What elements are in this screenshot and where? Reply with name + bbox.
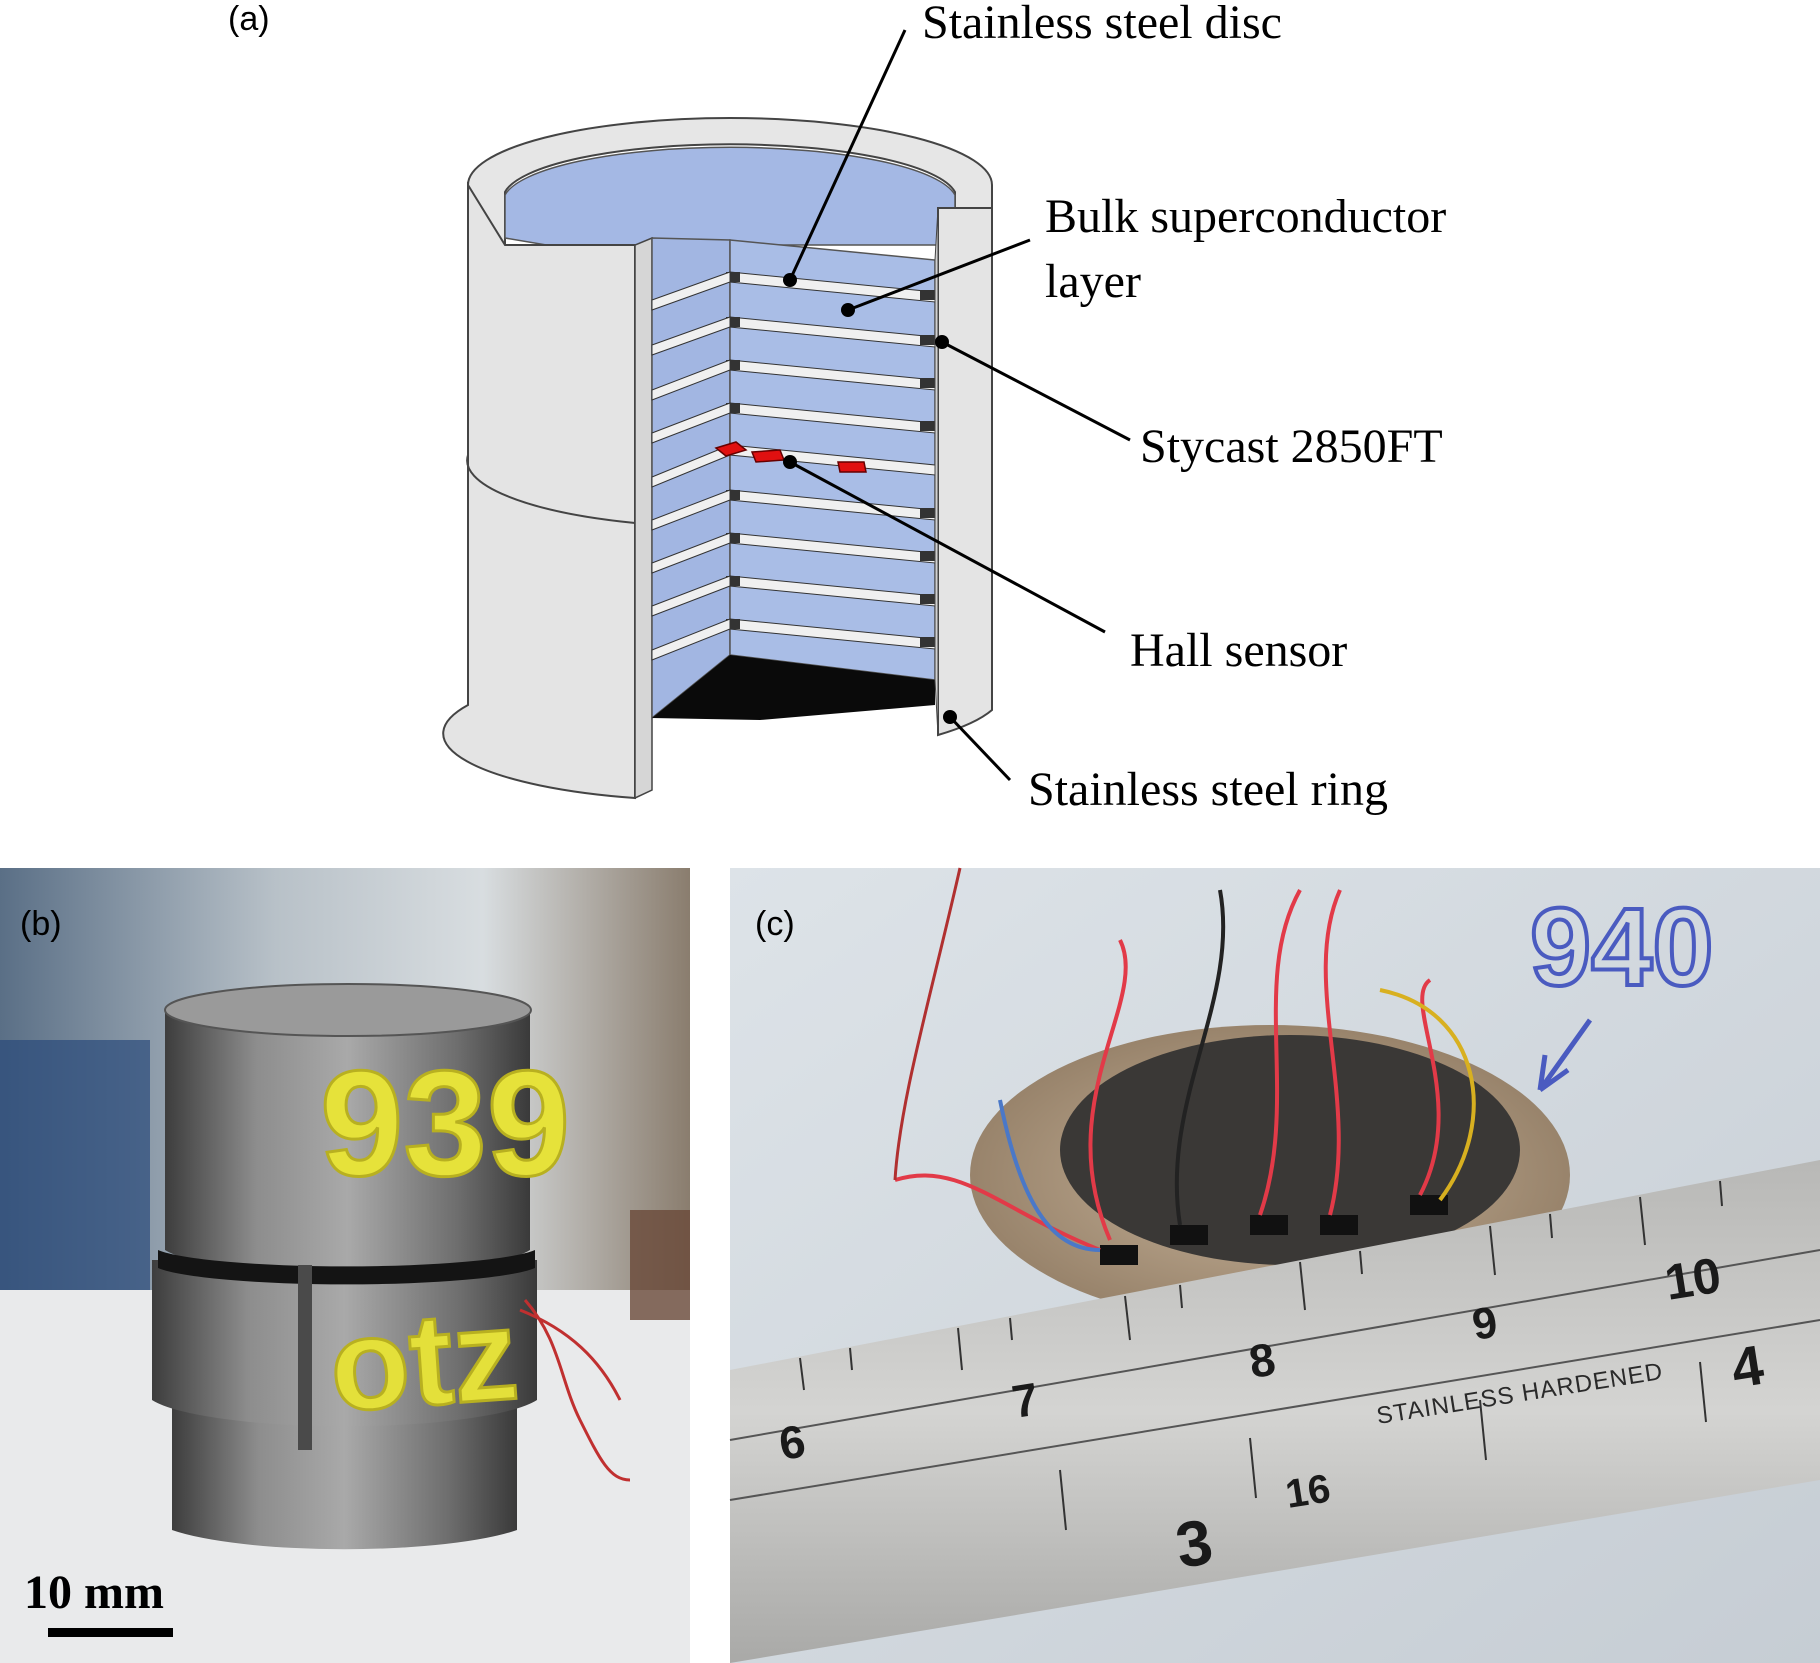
panel-a: (a)	[228, 0, 1446, 816]
callout-bulk-line1: Bulk superconductor	[1045, 190, 1446, 243]
panel-c-letter: (c)	[755, 905, 795, 943]
panel-b: 939 otz (b) 10 mm	[0, 868, 690, 1663]
cavity-top	[504, 146, 956, 261]
cut-floor	[652, 655, 935, 720]
hall-sensor-3	[837, 461, 867, 473]
panel-b-letter: (b)	[20, 905, 62, 943]
cutaway-cylinder	[442, 117, 993, 800]
hall-sensor-2	[750, 449, 786, 463]
hall-sensor-1	[714, 441, 748, 457]
ring-right-wall	[937, 207, 993, 737]
scale-bar	[48, 1628, 173, 1637]
photo-b-blur-left	[0, 1040, 150, 1290]
leader-lines	[788, 29, 1131, 782]
callout-stycast: Stycast 2850FT	[1140, 420, 1443, 473]
steel-ruler	[729, 1160, 1820, 1663]
sample-cylinder	[152, 983, 537, 1550]
sample-b-marking: 939	[320, 1039, 570, 1207]
ring-left-cut	[634, 236, 653, 800]
ring-right-cut	[934, 207, 939, 736]
stycast-seam	[158, 1250, 535, 1285]
ruler-ticks	[799, 1180, 1723, 1531]
sensor-wires	[893, 867, 1476, 1252]
hall-sensors	[714, 441, 867, 473]
photo-b-blur-right	[630, 1210, 690, 1320]
callout-bulk-line2: layer	[1045, 255, 1141, 308]
ring-left-wall	[442, 181, 636, 800]
vertical-groove	[298, 1265, 312, 1450]
left-face-layers	[651, 271, 731, 661]
ruler-number-10: 10	[1661, 1247, 1725, 1311]
ruler-number-16: 16	[1283, 1466, 1334, 1516]
panel-c: 940	[729, 867, 1820, 1663]
panel-a-letter: (a)	[228, 0, 270, 38]
scale-bar-label: 10 mm	[24, 1566, 164, 1619]
arrow-mark	[1537, 1018, 1593, 1093]
callout-stainless-disc: Stainless steel disc	[922, 0, 1282, 49]
sample-b-marking-lower: otz	[325, 1280, 522, 1439]
ring-top-annulus	[467, 117, 993, 246]
callout-steel-ring: Stainless steel ring	[1028, 763, 1388, 816]
sample-c-stycast-face	[1060, 1035, 1520, 1265]
hall-sensor-array	[1100, 1195, 1448, 1265]
callout-hall-sensor: Hall sensor	[1130, 624, 1347, 677]
stycast-ends	[726, 272, 935, 647]
sample-c-marking: 940	[1530, 886, 1714, 1009]
sample-b-wires	[519, 1299, 631, 1482]
leader-dots	[783, 273, 957, 724]
